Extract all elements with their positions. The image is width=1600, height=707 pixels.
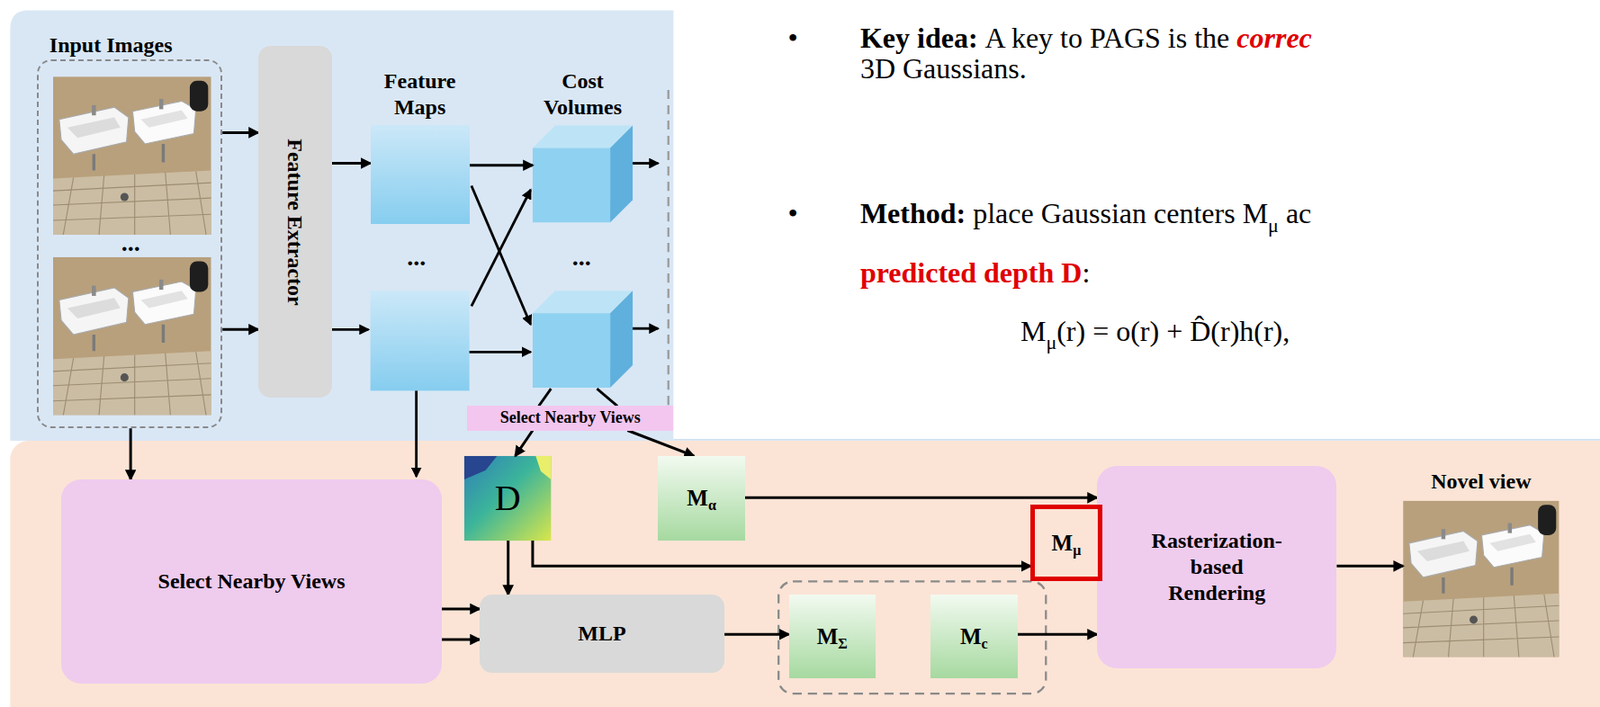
bullet: • <box>787 23 798 54</box>
ellipsis: ... <box>406 243 426 270</box>
formula: M <box>1020 316 1046 348</box>
slide-text: : <box>1081 258 1090 289</box>
arrow-connector <box>469 163 533 167</box>
arrow-connector <box>506 540 510 595</box>
encoder-panel <box>9 9 674 441</box>
arrow-connector <box>129 428 133 480</box>
ellipsis: ... <box>572 243 592 270</box>
arrow-connector <box>515 431 533 457</box>
heading: Novel view <box>1430 468 1531 495</box>
slide-text: ac <box>1285 198 1312 230</box>
slide-text: 3D Gaussians. <box>860 53 1027 85</box>
input-image <box>53 76 212 235</box>
subscript: α <box>708 496 717 514</box>
subscript: μ <box>1072 541 1081 559</box>
slide-text: predicted depth D <box>860 258 1083 289</box>
arrow-connector <box>1336 565 1403 568</box>
depth-map: D <box>464 456 551 541</box>
text-line: • <box>787 23 798 54</box>
bullet: • <box>787 198 798 230</box>
arrow-connector <box>724 633 789 637</box>
box-label: Select Nearby Views <box>158 568 346 595</box>
depth-map <box>464 456 551 541</box>
text-line: • <box>787 198 798 230</box>
arrow-connector <box>627 431 694 457</box>
heading: Cost Volumes <box>524 68 640 121</box>
process-box: Rasterization-based Rendering <box>1096 466 1337 669</box>
slide-text: A key to PAGS is the <box>985 23 1231 54</box>
text-line: predicted depth D: <box>860 258 1090 289</box>
arrow-connector <box>441 638 480 641</box>
text-line: ... <box>572 243 592 270</box>
slide-text: Method: <box>860 198 966 230</box>
text-line: Key idea:A key to PAGS is thecorrec <box>860 23 1313 54</box>
output-box: Mα <box>657 456 745 541</box>
box-label: MLP <box>577 620 626 648</box>
ellipsis: ... <box>121 229 141 256</box>
dashed-group <box>778 581 1046 694</box>
decoder-panel <box>9 440 1600 707</box>
feature-map: Feature Maps <box>370 125 470 225</box>
box-label: D <box>494 476 522 521</box>
formula: (r) = o(r) + D̂(r)h(r), <box>1056 316 1290 348</box>
arrow-connector <box>745 496 1097 500</box>
symbol: M <box>960 623 982 651</box>
box-label: Feature Extractor <box>281 138 308 306</box>
arrow-connector <box>222 328 259 332</box>
subscript: μ <box>1267 215 1279 236</box>
panel-edge <box>673 439 1600 441</box>
symbol: M <box>817 623 839 651</box>
process-box: Feature Extractor <box>258 45 333 398</box>
subscript: Σ <box>837 635 847 653</box>
slide-text: place Gaussian centers M <box>972 198 1268 230</box>
process-box: Select Nearby Views <box>61 479 442 684</box>
tag-text: Select Nearby Views <box>500 408 641 429</box>
arrow-connector <box>1017 633 1097 637</box>
arrow-connector <box>332 161 371 165</box>
arrow-connector <box>441 607 480 611</box>
cost-volume-cube <box>532 290 633 388</box>
cost-volume-cube <box>532 125 633 224</box>
input-image <box>53 257 212 416</box>
text-line: Mμ(r) = o(r) + D̂(r)h(r), <box>1020 316 1290 348</box>
slide-text: correc <box>1236 23 1313 54</box>
text-line: Method:place Gaussian centers Mμac <box>860 198 1312 230</box>
symbol: M <box>1051 530 1074 558</box>
cost-volume: Cost Volumes <box>532 125 633 223</box>
process-box: MLP <box>479 594 725 674</box>
box-label: Rasterization-based Rendering <box>1144 528 1289 606</box>
heading: Feature Maps <box>368 68 472 121</box>
feature-map <box>370 290 470 391</box>
highlight-box: Mμ <box>1030 504 1102 582</box>
text-line: 3D Gaussians. <box>860 53 1027 85</box>
output-box: MΣ <box>789 594 876 679</box>
output-box: Mc <box>930 594 1017 679</box>
image-output: Novel view <box>1402 500 1559 659</box>
heading: Input Images <box>49 32 173 59</box>
dashed-bracket <box>667 89 670 424</box>
symbol: M <box>686 485 709 513</box>
arrow-connector <box>222 131 259 135</box>
arrow-connector <box>532 540 1031 567</box>
tag-label: Select Nearby Views <box>467 405 674 431</box>
text-line: ... <box>406 243 426 270</box>
text-line: ... <box>121 229 141 256</box>
subscript: c <box>981 635 989 653</box>
slide-text: Key idea: <box>860 23 979 54</box>
subscript: μ <box>1045 332 1057 354</box>
novel-view-image <box>1402 501 1559 657</box>
